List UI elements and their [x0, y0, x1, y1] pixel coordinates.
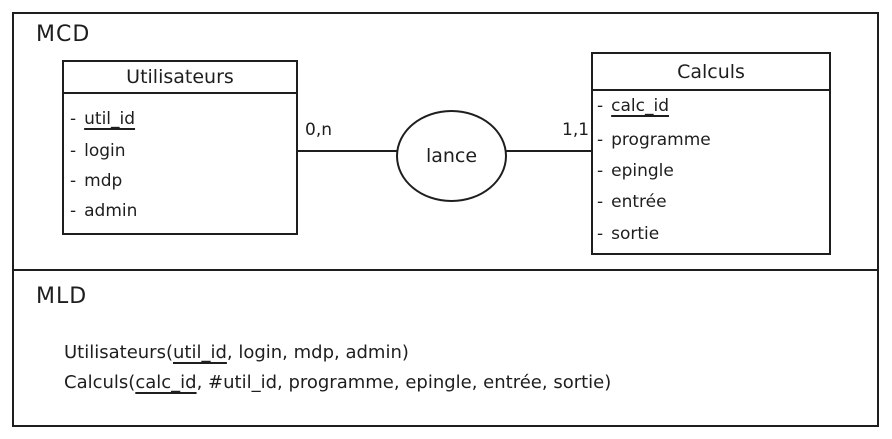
relation-line-left: [298, 150, 398, 152]
cardinality-right: 1,1: [562, 120, 590, 140]
attribute-login: -login: [70, 141, 126, 161]
mcd-title: MCD: [36, 22, 91, 47]
mld-relation-utilisateurs: Utilisateurs(util_id, login, mdp, admin): [64, 342, 409, 363]
attribute-epingle: -epingle: [597, 161, 674, 181]
entity-utilisateurs-title: Utilisateurs: [64, 62, 296, 94]
attribute-admin: -admin: [70, 201, 138, 221]
cardinality-left: 0,n: [305, 120, 332, 140]
mld-title: MLD: [36, 284, 88, 309]
entity-calculs: Calculs: [591, 52, 831, 255]
entity-utilisateurs: Utilisateurs: [62, 60, 298, 235]
mld-section: [12, 269, 879, 427]
mld-relation-calculs: Calculs(calc_id, #util_id, programme, ep…: [64, 372, 612, 393]
association-lance: lance: [396, 110, 507, 202]
attribute-util-id: -util_id: [70, 109, 136, 129]
attribute-programme: -programme: [597, 130, 711, 150]
attribute-sortie: -sortie: [597, 224, 660, 244]
entity-calculs-title: Calculs: [593, 54, 829, 91]
association-label: lance: [425, 145, 478, 167]
attribute-mdp: -mdp: [70, 171, 123, 191]
relation-line-right: [505, 150, 593, 152]
attribute-entree: -entrée: [597, 192, 667, 212]
attribute-calc-id: -calc_id: [597, 96, 669, 116]
